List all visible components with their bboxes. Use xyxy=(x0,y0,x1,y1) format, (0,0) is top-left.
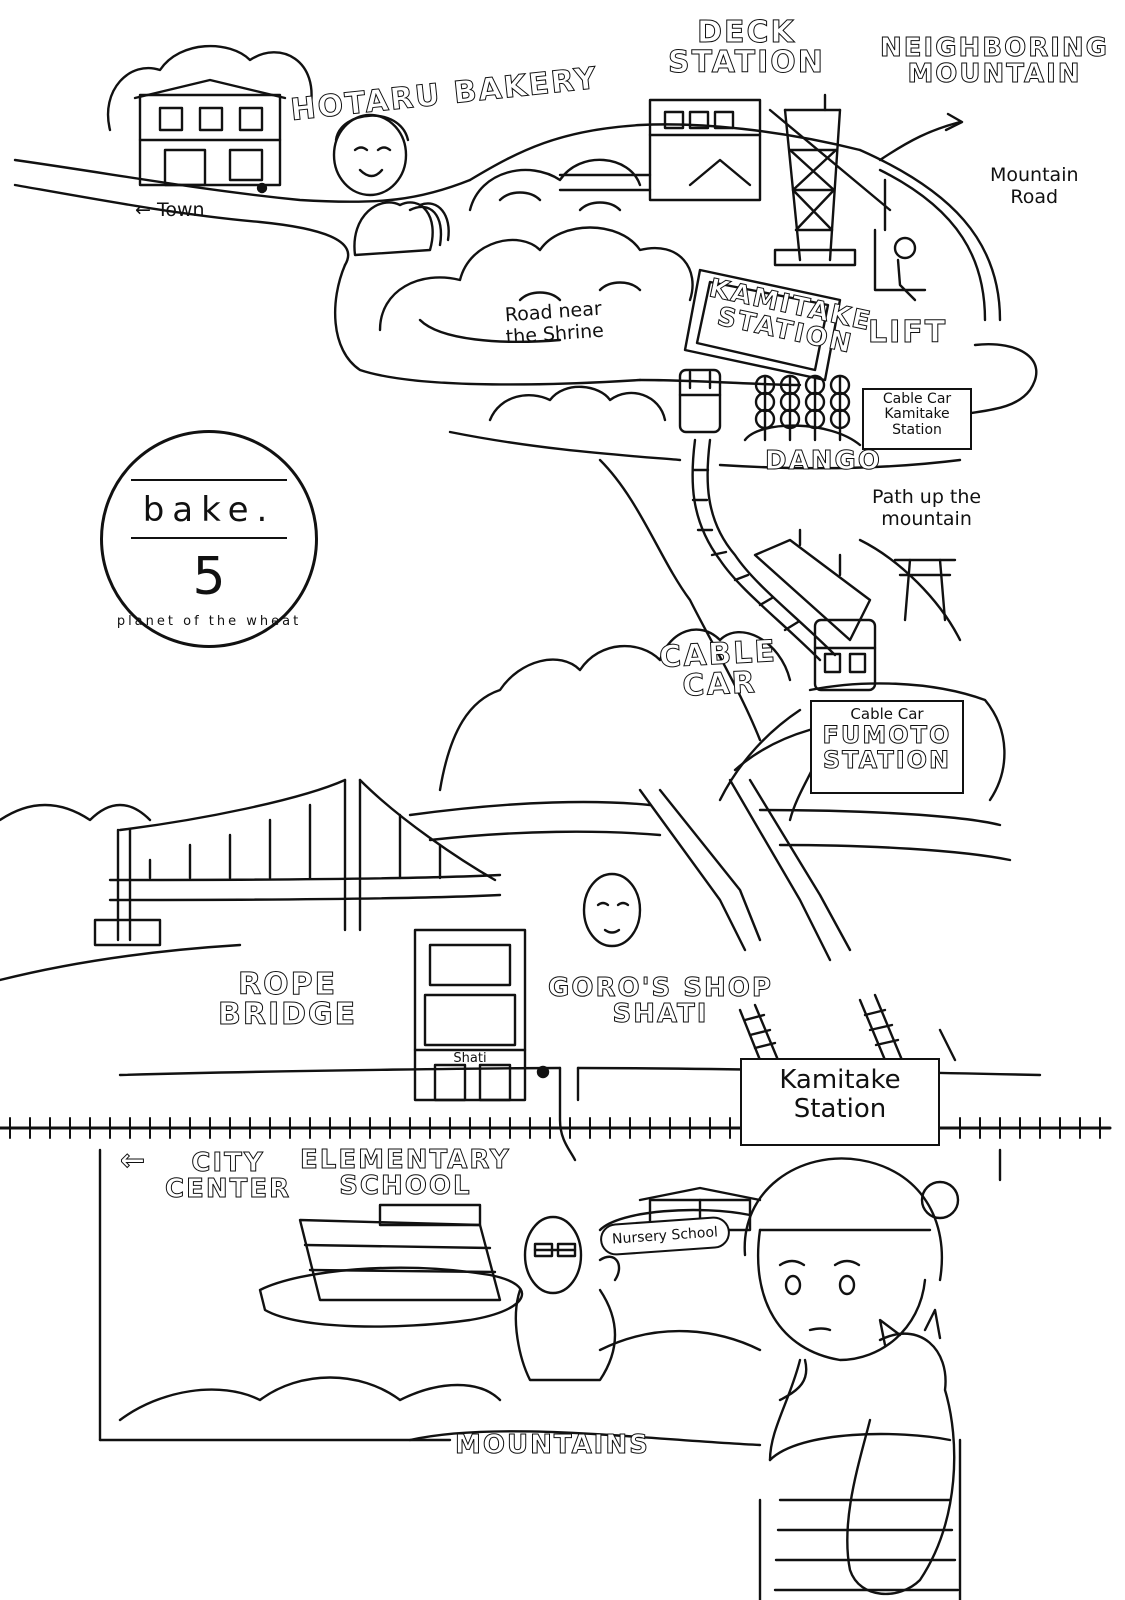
lift-chair xyxy=(873,178,927,302)
badge-rule-top xyxy=(131,479,287,481)
label-path-up-mountain: Path up the mountain xyxy=(872,486,982,530)
goro-face xyxy=(582,872,642,948)
city-center-arrow: ← xyxy=(119,1143,148,1178)
label-cable-car-kamitake: Cable Car Kamitake Station xyxy=(882,391,952,438)
label-mountain-road: Mountain Road xyxy=(990,164,1079,208)
road-fumoto xyxy=(718,708,802,802)
main-street xyxy=(118,1066,562,1077)
label-mountains: MOUNTAINS xyxy=(455,1430,650,1460)
bakery-person-face xyxy=(332,113,410,197)
badge-volume-number: 5 xyxy=(192,547,226,607)
fumoto-station-box: Cable Car FUMOTO STATION xyxy=(810,700,964,794)
rope-bridge-structure xyxy=(93,778,502,947)
label-town: ← Town xyxy=(135,199,205,221)
cat-figure xyxy=(846,1308,956,1595)
badge-series-title: bake. xyxy=(142,490,276,530)
rail-crossings xyxy=(738,993,957,1062)
label-dango: DANGO xyxy=(765,446,882,476)
left-hills xyxy=(0,803,152,822)
label-deck-station: DECK STATION xyxy=(668,15,825,80)
road-mountain xyxy=(858,148,1002,322)
lift-tower xyxy=(768,93,892,267)
bread-loaf xyxy=(353,201,450,257)
label-rope-bridge: ROPE BRIDGE xyxy=(217,967,358,1032)
cable-track xyxy=(691,438,822,662)
label-road-near-shrine: Road near the Shrine xyxy=(504,297,605,349)
girl-figure xyxy=(743,1157,962,1600)
cable-car-top xyxy=(678,368,722,434)
label-lift: LIFT xyxy=(867,315,948,350)
cable-car-bottom xyxy=(813,618,877,692)
badge-rule-bottom xyxy=(131,537,287,539)
label-kamitake-station: Kamitake Station xyxy=(740,1058,940,1146)
railway-ties xyxy=(9,1117,1101,1139)
label-city-center: CITY CENTER xyxy=(164,1148,292,1204)
label-elementary-school: ELEMENTARY SCHOOL xyxy=(300,1145,511,1201)
fumoto-station-building xyxy=(753,528,872,642)
river xyxy=(408,800,652,817)
trees-mid xyxy=(488,385,667,422)
forest-slope xyxy=(438,628,792,792)
bottom-hills xyxy=(118,1376,502,1422)
label-fumoto-station: FUMOTO STATION xyxy=(822,721,952,775)
teacher-figure xyxy=(514,1215,621,1382)
hotaru-bakery-building xyxy=(107,44,313,194)
cable-car-kamitake-box: Cable Car Kamitake Station xyxy=(862,388,972,450)
road-top xyxy=(13,158,472,203)
label-cable-car-fumoto: Cable Car xyxy=(850,705,924,723)
badge-subtitle: planet of the wheat xyxy=(116,614,302,629)
shrine-hill-trees xyxy=(378,158,694,344)
label-neighboring-mountain: NEIGHBORING MOUNTAIN xyxy=(879,33,1110,89)
neighbor-arrow xyxy=(878,120,962,162)
dango-skewers xyxy=(743,374,862,447)
deck-station-building xyxy=(558,98,762,202)
title-badge: bake. 5 planet of the wheat xyxy=(100,430,318,648)
label-goros-shop: GORO'S SHOP SHATI xyxy=(548,973,773,1029)
right-bridge xyxy=(638,778,852,962)
kamitake-sign-board xyxy=(683,268,842,382)
label-cable-car: CABLE CAR xyxy=(658,633,778,704)
shati-shop-building xyxy=(413,928,550,1102)
elementary-school-building xyxy=(258,1203,524,1328)
label-shop-sign: Shati xyxy=(453,1051,487,1066)
